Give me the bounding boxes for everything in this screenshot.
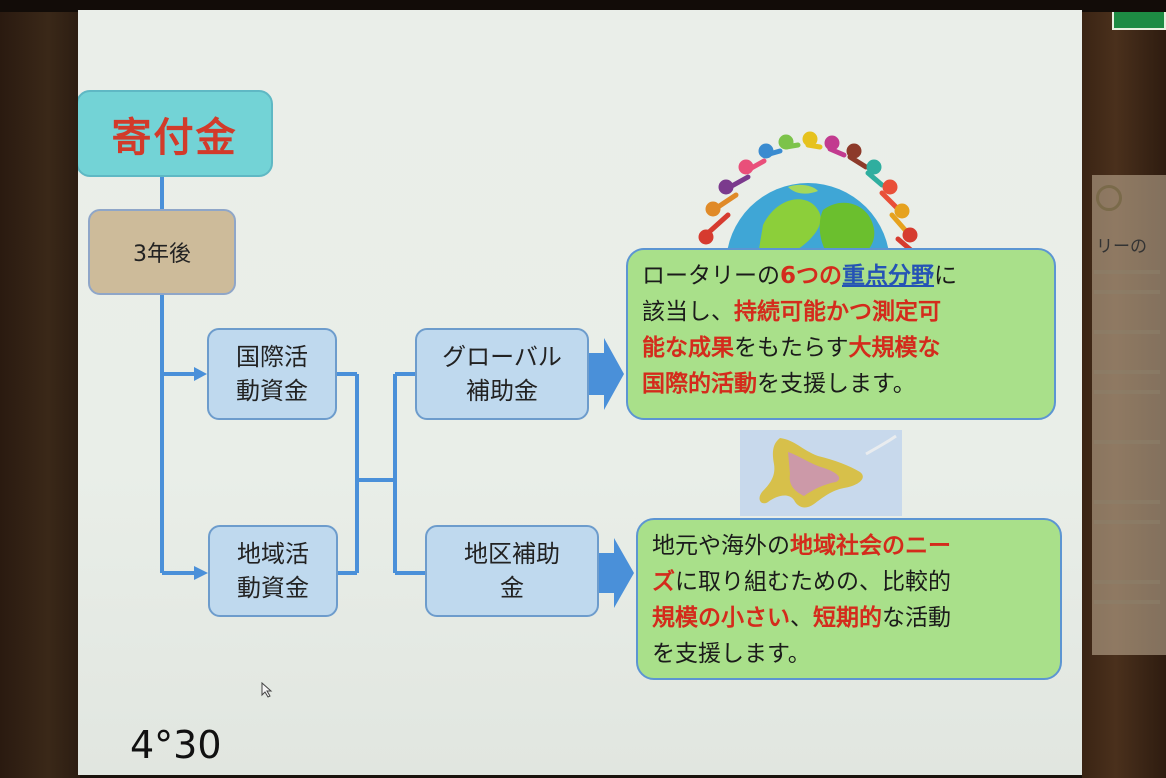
desc-line: ロータリーの6つの重点分野に	[642, 258, 1040, 294]
desc-highlight: 地域社会のニー	[790, 533, 951, 559]
grant-label-line: 地区補助	[464, 540, 560, 568]
desc-highlight: 国際的活動	[642, 371, 757, 397]
desc-line: 国際的活動を支援します。	[642, 366, 1040, 402]
elapsed-time-label: 4°30	[130, 723, 222, 767]
three-years-later-label: 3年後	[133, 242, 191, 267]
fund-label-line: 動資金	[237, 574, 309, 602]
grant-label-line: 金	[500, 574, 524, 602]
screen-top-frame	[0, 0, 1166, 12]
desc-text: ロータリーの	[642, 263, 780, 289]
arrow-right-icon	[599, 538, 634, 608]
district-activity-fund-box: 地域活 動資金	[208, 525, 338, 617]
hokkaido-map-image	[740, 430, 902, 516]
poster-text-line	[1094, 440, 1160, 444]
fund-label-line: 国際活	[236, 343, 308, 371]
poster-text-line	[1094, 330, 1160, 334]
desc-text: に	[934, 263, 958, 289]
focus-areas-link: 重点分野	[842, 263, 935, 289]
poster-text-line	[1094, 270, 1160, 274]
global-grant-description: ロータリーの6つの重点分野に 該当し、持続可能かつ測定可 能な成果をもたらす大規…	[626, 248, 1056, 420]
grant-label-line: 補助金	[465, 377, 538, 405]
desc-highlight: 能な成果	[642, 335, 734, 361]
connector-lines	[160, 177, 634, 608]
grant-label-line: グローバル	[442, 343, 562, 371]
desc-line: 規模の小さい、短期的な活動	[652, 600, 1046, 636]
district-grant-box: 地区補助 金	[425, 525, 599, 617]
desc-text: に取り組むための、比較的	[675, 569, 951, 595]
international-activity-fund-box: 国際活 動資金	[207, 328, 337, 420]
poster-text-line	[1094, 520, 1160, 524]
desc-line: を支援します。	[652, 636, 1046, 672]
three-years-later-box: 3年後	[88, 209, 236, 295]
poster-text-line	[1094, 600, 1160, 604]
desc-line: 該当し、持続可能かつ測定可	[642, 294, 1040, 330]
desc-text: 該当し、	[642, 299, 734, 325]
donation-title-box: 寄付金	[78, 90, 273, 177]
arrow-right-icon	[589, 338, 624, 410]
district-grant-description: 地元や海外の地域社会のニー ズに取り組むための、比較的 規模の小さい、短期的な活…	[636, 518, 1062, 680]
desc-text: 地元や海外の	[652, 533, 790, 559]
mouse-cursor-icon	[261, 682, 273, 698]
wall-poster	[1092, 175, 1166, 655]
desc-line: 能な成果をもたらす大規模な	[642, 330, 1040, 366]
rotary-logo-icon	[1096, 185, 1122, 211]
poster-text-line	[1094, 390, 1160, 394]
room-wall-left	[0, 0, 80, 778]
desc-text: を支援します。	[652, 641, 811, 667]
desc-text: 、	[790, 605, 813, 631]
fund-label-line: 動資金	[236, 377, 308, 405]
desc-text: な活動	[882, 605, 951, 631]
desc-highlight: 大規模な	[848, 335, 941, 361]
desc-highlight: 持続可能かつ測定可	[734, 299, 941, 325]
desc-line: 地元や海外の地域社会のニー	[652, 528, 1046, 564]
fund-label-line: 地域活	[237, 540, 309, 568]
page-title: 寄付金	[111, 114, 238, 161]
global-grant-box: グローバル 補助金	[415, 328, 589, 420]
poster-title: リーの	[1096, 237, 1147, 257]
globe-people-illustration	[698, 131, 918, 255]
poster-text-line	[1094, 290, 1160, 294]
poster-text-line	[1094, 370, 1160, 374]
desc-line: ズに取り組むための、比較的	[652, 564, 1046, 600]
desc-highlight: 6つの	[780, 263, 843, 289]
desc-highlight: 規模の小さい	[652, 605, 790, 631]
poster-text-line	[1094, 500, 1160, 504]
desc-highlight: ズ	[652, 569, 675, 595]
desc-text: を支援します。	[757, 371, 916, 397]
desc-text: をもたらす	[734, 335, 849, 361]
desc-highlight: 短期的	[813, 605, 882, 631]
projected-slide: 寄付金 3年後 国際活 動資金 地域活 動資金 グローバル 補助金 地区補助 金	[78, 10, 1082, 775]
poster-text-line	[1094, 580, 1160, 584]
